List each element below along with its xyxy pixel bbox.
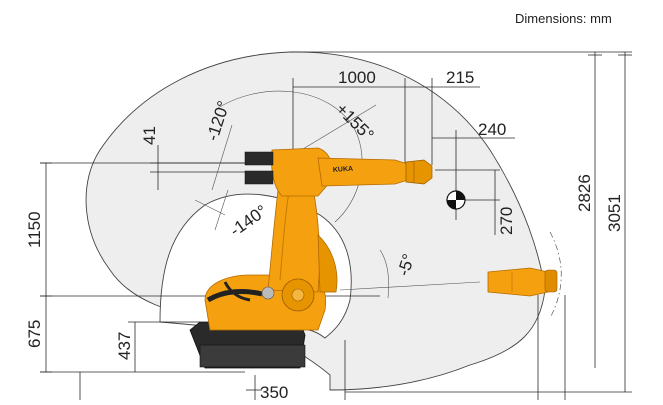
dim-2826: 2826 [575,174,594,212]
dim-437: 437 [115,332,134,360]
dim-215: 215 [446,68,474,87]
kuka-logo: KUKA [333,166,354,174]
units-note: Dimensions: mm [515,11,612,26]
dim-3051: 3051 [605,194,624,232]
dim-675: 675 [25,320,44,348]
dim-240: 240 [478,120,506,139]
inner-arc [214,90,363,223]
dim-41: 41 [140,126,159,145]
robot-body: KUKA [189,147,433,369]
dim-1000: 1000 [338,68,376,87]
dim-1150: 1150 [25,211,44,248]
outer-dashed-arc [549,231,562,319]
dim-350: 350 [260,383,288,400]
robot-arm-extended [487,267,558,297]
dim-270: 270 [497,207,516,235]
tcp-symbol [446,190,466,210]
